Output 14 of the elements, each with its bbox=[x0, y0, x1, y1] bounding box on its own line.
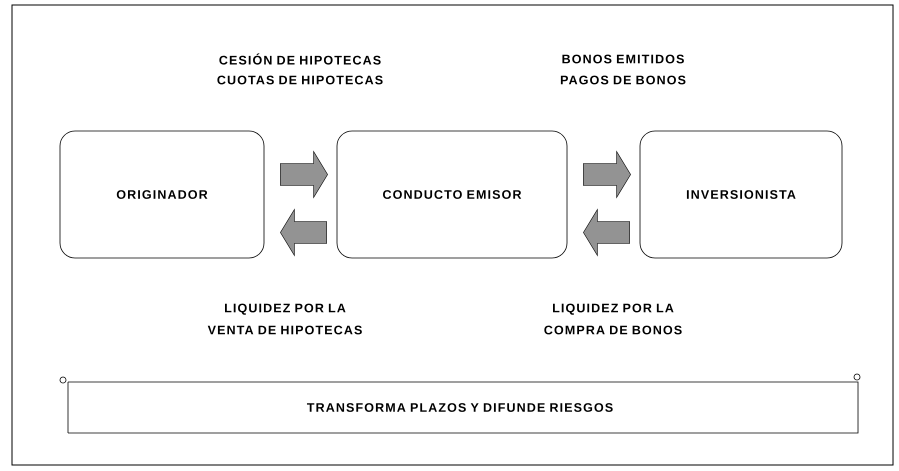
process-box: ORIGINADOR bbox=[60, 130, 264, 258]
block-arrow bbox=[280, 150, 328, 199]
block-arrow bbox=[583, 208, 630, 257]
process-box: CONDUCTO EMISOR bbox=[336, 130, 568, 258]
flow-label: LIQUIDEZ POR LA COMPRA DE BONOS bbox=[544, 304, 682, 334]
scroll-banner: TRANSFORMA PLAZOS Y DIFUNDE RIESGOS bbox=[60, 374, 860, 434]
flow-label: CESIÓN DE HIPOTECAS bbox=[219, 53, 381, 65]
flow-label: PAGOS DE BONOS bbox=[560, 76, 686, 84]
flow-label: LIQUIDEZ POR LA VENTA DE HIPOTECAS bbox=[208, 304, 362, 334]
block-arrow bbox=[280, 208, 327, 257]
block-arrow bbox=[583, 150, 631, 199]
flow-label: BONOS EMITIDOS bbox=[562, 54, 684, 64]
flow-label: CUOTAS DE HIPOTECAS bbox=[217, 76, 383, 84]
process-box: INVERSIONISTA bbox=[640, 130, 842, 258]
